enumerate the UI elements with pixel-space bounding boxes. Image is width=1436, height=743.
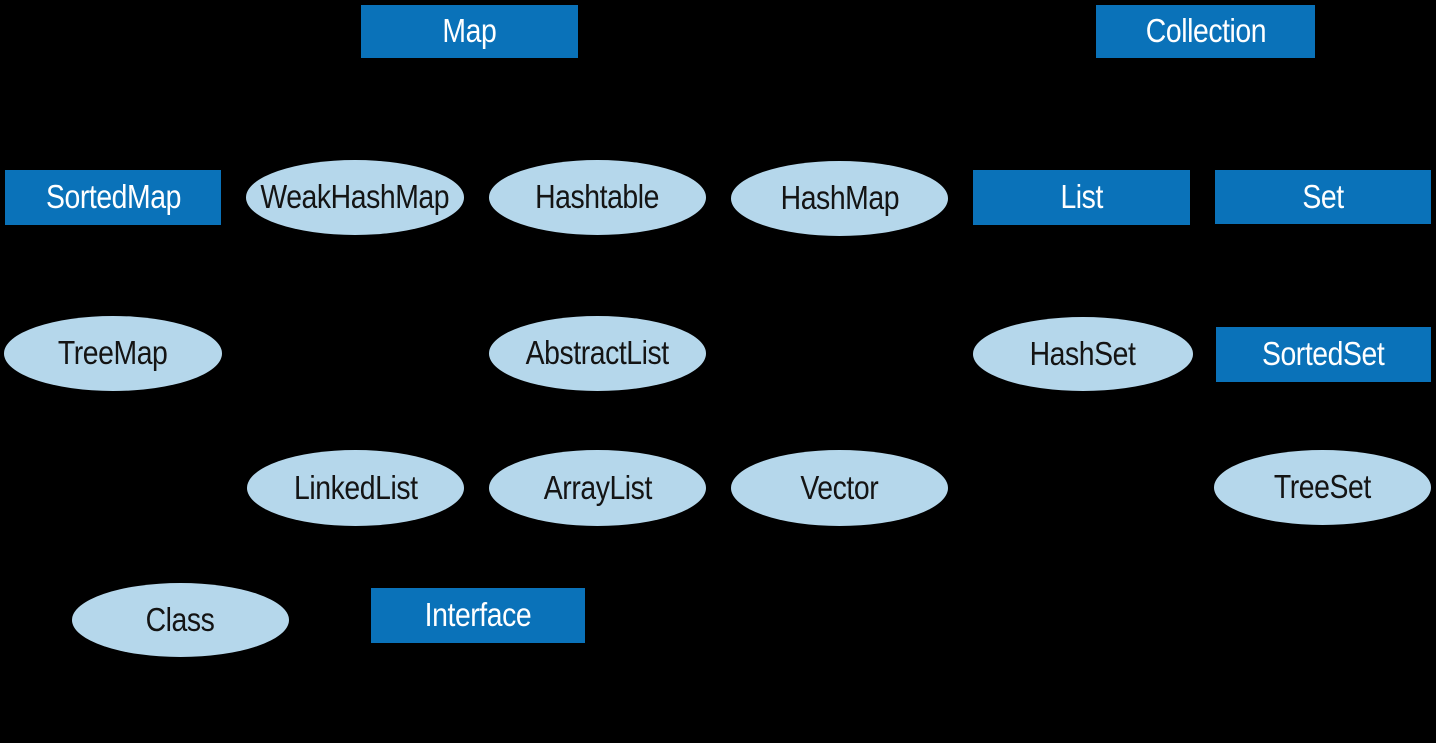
class-node-hashtable: Hashtable [489, 160, 706, 235]
node-label: Vector [800, 468, 879, 506]
class-node-treemap: TreeMap [4, 316, 222, 391]
class-node-hashset: HashSet [973, 317, 1193, 391]
node-label: SortedSet [1262, 335, 1385, 372]
node-label: Hashtable [535, 178, 660, 215]
node-label: Map [442, 12, 497, 49]
interface-node-map: Map [361, 5, 578, 58]
node-label: WeakHashMap [260, 178, 450, 215]
class-node-arraylist: ArrayList [489, 450, 706, 526]
class-node-linkedlist: LinkedList [247, 450, 464, 526]
class-node-treeset: TreeSet [1214, 450, 1431, 525]
node-label: LinkedList [293, 468, 418, 506]
node-label: Set [1302, 177, 1344, 215]
legend-interface-node: Interface [371, 588, 585, 643]
node-label: ArrayList [543, 468, 652, 506]
legend-interface-label: Interface [424, 596, 532, 633]
legend-class-label: Class [146, 600, 215, 638]
node-label: List [1060, 178, 1103, 215]
node-label: HashMap [780, 179, 899, 216]
node-label: TreeSet [1274, 468, 1371, 505]
interface-node-list: List [973, 170, 1190, 225]
node-label: Collection [1145, 12, 1266, 49]
interface-node-collection: Collection [1096, 5, 1315, 58]
node-label: SortedMap [45, 178, 181, 215]
class-node-hashmap: HashMap [731, 161, 948, 236]
node-label: AbstractList [525, 334, 670, 371]
node-label: TreeMap [58, 334, 168, 371]
node-label: HashSet [1030, 334, 1136, 372]
class-node-vector: Vector [731, 450, 948, 526]
interface-node-sortedmap: SortedMap [5, 170, 221, 225]
interface-node-sortedset: SortedSet [1216, 327, 1431, 382]
class-node-weakhashmap: WeakHashMap [246, 160, 464, 235]
legend-class-node: Class [72, 583, 289, 657]
interface-node-set: Set [1215, 170, 1431, 224]
class-node-abstractlist: AbstractList [489, 316, 706, 391]
